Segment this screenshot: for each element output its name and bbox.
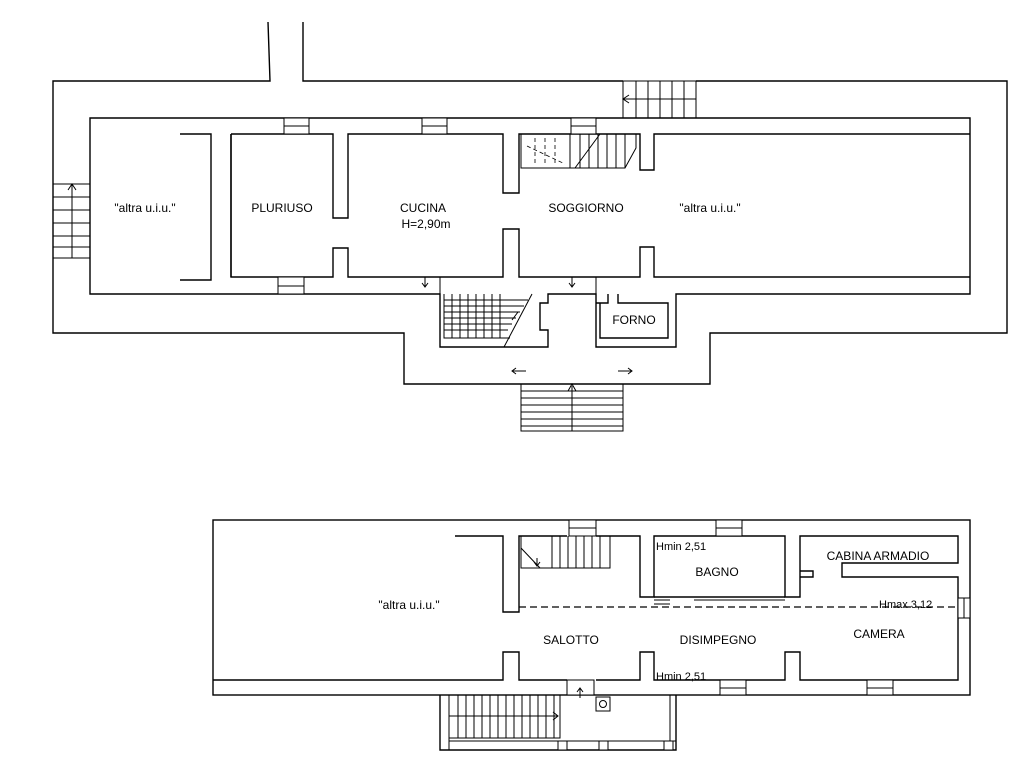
- label-soggiorno: SOGGIORNO: [548, 201, 623, 215]
- outer-boundary: [52, 21, 1008, 385]
- label-cabina-armadio: CABINA ARMADIO: [827, 549, 930, 563]
- label-bagno: BAGNO: [695, 565, 738, 579]
- upper-interior-walls: [213, 535, 959, 681]
- label-hmin-bottom: Hmin 2,51: [656, 671, 706, 683]
- upper-floor-plan: "altra u.i.u." SALOTTO DISIMPEGNO BAGNO …: [212, 519, 971, 751]
- ground-interior-walls: [180, 117, 970, 295]
- upper-terrace-stairs: [439, 687, 677, 751]
- label-hmax: Hmax 3,12: [879, 599, 932, 611]
- label-altra-uiu-left: "altra u.i.u.": [114, 201, 175, 215]
- internal-stairs-soggiorno: [520, 133, 637, 169]
- internal-stairs-cucina: [443, 293, 533, 348]
- label-cucina-height: H=2,90m: [401, 217, 450, 231]
- label-hmin-top: Hmin 2,51: [656, 541, 706, 553]
- side-stairs-left: [52, 183, 91, 259]
- ground-floor-plan: "altra u.i.u." PLURIUSO CUCINA H=2,90m S…: [52, 21, 1008, 432]
- label-salotto: SALOTTO: [543, 633, 599, 647]
- label-altra-uiu-right: "altra u.i.u.": [679, 201, 740, 215]
- label-camera: CAMERA: [853, 627, 904, 641]
- label-disimpegno: DISIMPEGNO: [680, 633, 757, 647]
- label-forno: FORNO: [612, 313, 655, 327]
- building-outline: [89, 117, 971, 348]
- label-upper-altra-uiu: "altra u.i.u.": [378, 598, 439, 612]
- upper-internal-stairs: [520, 536, 611, 569]
- label-pluriuso: PLURIUSO: [251, 201, 312, 215]
- forno-room: [596, 294, 669, 339]
- label-cucina: CUCINA: [400, 201, 446, 215]
- side-stairs-top: [622, 80, 697, 119]
- entry-stairs: [511, 367, 633, 432]
